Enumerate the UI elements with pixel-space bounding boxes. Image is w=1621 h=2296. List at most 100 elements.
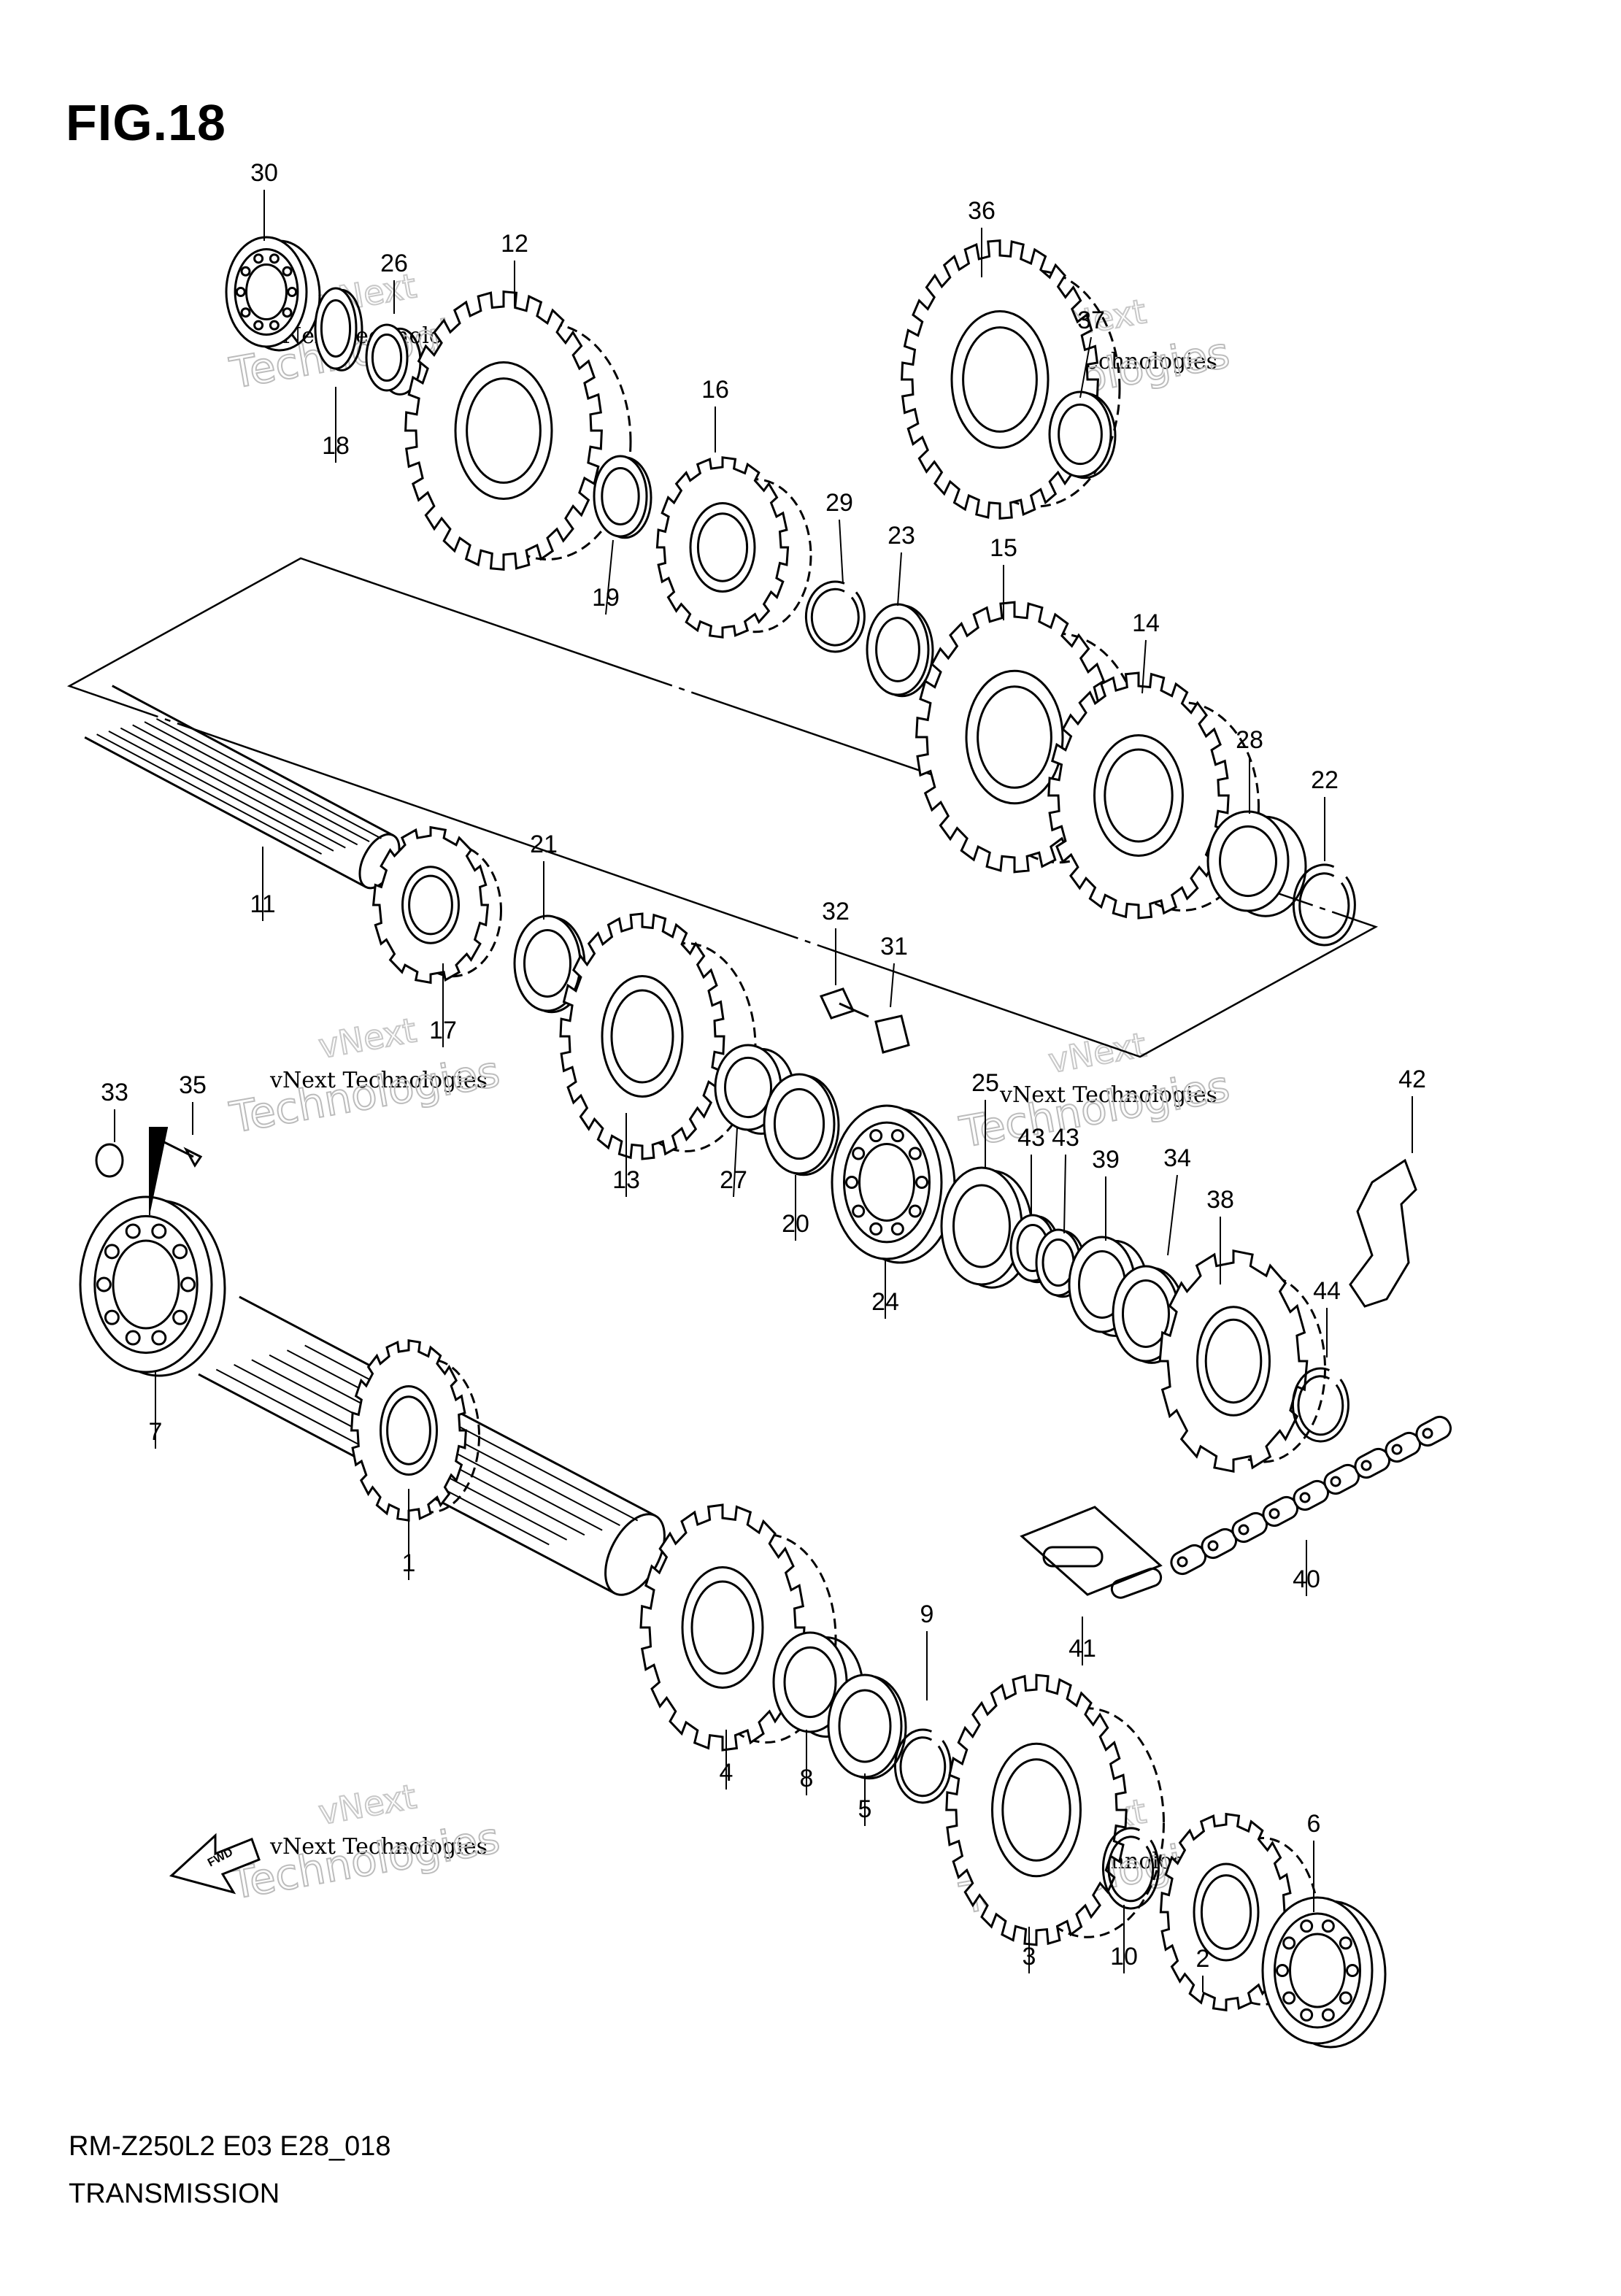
callout-label: 11 bbox=[250, 890, 275, 918]
part-13-gear bbox=[559, 912, 757, 1160]
part-38-sprocket bbox=[1158, 1249, 1326, 1473]
part-21-washer bbox=[513, 914, 586, 1014]
callout-label: 1 bbox=[402, 1549, 416, 1577]
callout-labels: 3026121819162923363715142822112117323113… bbox=[101, 159, 1426, 1973]
callout-label: 32 bbox=[822, 898, 850, 925]
part-33-cap bbox=[95, 1143, 124, 1178]
countershaft-group-frame bbox=[66, 557, 1379, 1058]
leader-line bbox=[1167, 1174, 1178, 1256]
callout-label: 7 bbox=[149, 1418, 163, 1446]
leader-line bbox=[890, 963, 895, 1008]
callout-label: 5 bbox=[858, 1795, 872, 1823]
figure-title: FIG.18 bbox=[66, 94, 226, 151]
leader-line bbox=[1063, 1154, 1066, 1234]
leader-line bbox=[1141, 639, 1147, 694]
callout-label: 33 bbox=[101, 1079, 128, 1106]
part-6-bearing bbox=[1261, 1896, 1387, 2049]
callout-label: 13 bbox=[612, 1166, 640, 1194]
part-30-bearing bbox=[225, 236, 321, 352]
watermark-text: vNext Technologies bbox=[269, 1834, 488, 1860]
fwd-arrow-badge: FWD bbox=[169, 1833, 261, 1895]
part-29-circlip bbox=[804, 580, 866, 653]
watermark-text: vNext Technologies bbox=[999, 1082, 1217, 1108]
leader-line bbox=[839, 519, 844, 585]
watermark-outline-text: vNext bbox=[316, 1776, 420, 1833]
callout-label: 29 bbox=[825, 489, 853, 517]
callout-label: 43 bbox=[1052, 1124, 1079, 1152]
callout-label: 14 bbox=[1132, 609, 1160, 637]
callout-label: 34 bbox=[1163, 1144, 1191, 1172]
callout-label: 26 bbox=[380, 250, 408, 277]
part-32-bolt bbox=[819, 987, 869, 1020]
part-44-circlip bbox=[1291, 1367, 1349, 1443]
callout-label: 25 bbox=[971, 1069, 999, 1097]
callout-label: 30 bbox=[250, 159, 278, 187]
callout-label: 24 bbox=[871, 1288, 899, 1316]
callout-label: 9 bbox=[920, 1600, 934, 1628]
part-22-circlip bbox=[1292, 863, 1356, 947]
drawing-section-name: TRANSMISSION bbox=[69, 2178, 280, 2209]
part-26-bushing bbox=[365, 323, 422, 396]
callout-label: 35 bbox=[179, 1071, 207, 1099]
callout-label: 2 bbox=[1196, 1945, 1210, 1973]
watermark-text: vNext Technologies bbox=[269, 1068, 488, 1093]
part-37-washer bbox=[1048, 390, 1117, 479]
part-3-gear bbox=[945, 1673, 1165, 1946]
callout-label: 12 bbox=[501, 230, 528, 258]
callout-label: 27 bbox=[720, 1166, 747, 1194]
part-17-gear bbox=[371, 825, 502, 985]
callout-label: 10 bbox=[1110, 1943, 1138, 1971]
part-11-countershaft bbox=[84, 685, 401, 890]
callout-label: 17 bbox=[429, 1017, 457, 1044]
part-42-guide bbox=[1349, 1158, 1417, 1308]
callout-label: 15 bbox=[990, 534, 1017, 562]
callout-label: 16 bbox=[701, 376, 729, 404]
callout-label: 31 bbox=[880, 933, 908, 960]
part-23-washer bbox=[866, 603, 934, 698]
part-36-gear bbox=[901, 239, 1121, 520]
callout-label: 20 bbox=[782, 1210, 809, 1238]
part-18-washer bbox=[314, 287, 363, 371]
part-20-washer bbox=[763, 1073, 840, 1176]
part-31-lock-plate bbox=[874, 1014, 910, 1054]
leader-line bbox=[1079, 336, 1092, 398]
leader-line bbox=[605, 539, 614, 615]
callout-label: 42 bbox=[1398, 1066, 1426, 1093]
watermark-outline-text: vNext bbox=[1046, 1025, 1150, 1081]
callout-label: 39 bbox=[1092, 1146, 1120, 1174]
callout-label: 28 bbox=[1236, 726, 1263, 754]
part-25-oil-seal bbox=[940, 1166, 1033, 1289]
callout-label: 19 bbox=[592, 584, 620, 612]
part-35-screw bbox=[163, 1141, 203, 1168]
callout-label: 41 bbox=[1069, 1635, 1096, 1663]
callout-label: 8 bbox=[800, 1765, 814, 1792]
callout-label: 21 bbox=[530, 831, 558, 858]
callout-label: 4 bbox=[720, 1759, 734, 1787]
watermark-outline-text: Technologies bbox=[226, 1813, 504, 1909]
callout-label: 44 bbox=[1313, 1277, 1341, 1305]
part-24-bearing bbox=[831, 1104, 956, 1264]
bracket-33-35 bbox=[149, 1127, 168, 1215]
callout-label: 40 bbox=[1293, 1565, 1320, 1593]
part-1-integral-gear bbox=[350, 1339, 480, 1522]
parts-layer: FWD bbox=[66, 236, 1452, 2049]
watermark-outline-text: vNext bbox=[316, 1010, 420, 1066]
part-40-chain bbox=[1170, 1415, 1452, 1576]
callout-label: 18 bbox=[322, 432, 350, 460]
callout-label: 37 bbox=[1077, 307, 1105, 334]
leader-lines bbox=[114, 190, 1413, 1992]
part-14-gear bbox=[1047, 671, 1260, 920]
callout-label: 3 bbox=[1023, 1943, 1036, 1971]
callout-label: 36 bbox=[968, 197, 996, 225]
part-16-gear bbox=[655, 456, 812, 639]
leader-line bbox=[897, 552, 902, 606]
part-28-bushing bbox=[1206, 810, 1307, 917]
part-27-bushing bbox=[714, 1044, 796, 1135]
part-5-washer bbox=[827, 1673, 907, 1780]
callout-label: 6 bbox=[1307, 1810, 1321, 1838]
part-12-gear bbox=[404, 290, 632, 571]
part-9-circlip bbox=[893, 1728, 952, 1804]
